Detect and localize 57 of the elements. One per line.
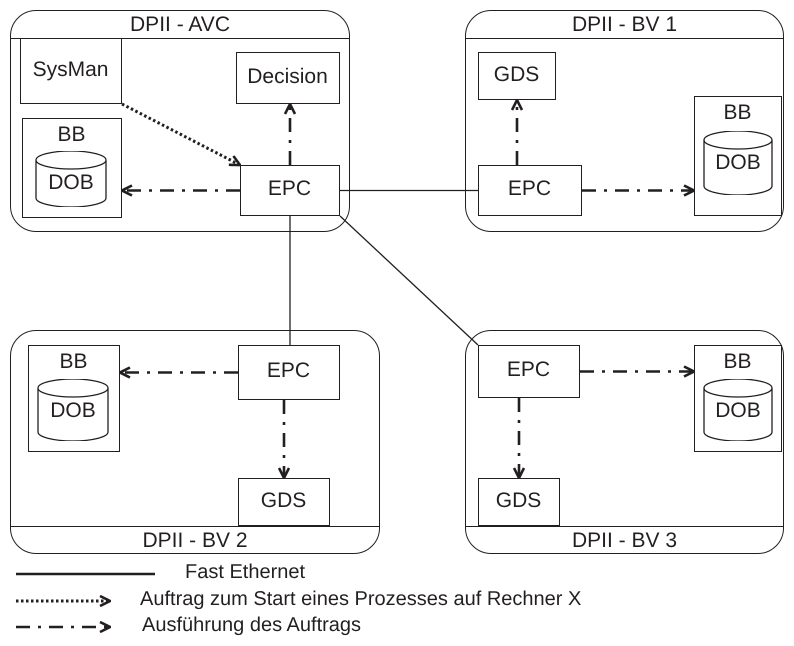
process-box xyxy=(478,478,560,526)
node-label: GDS xyxy=(494,488,542,512)
container-box xyxy=(694,96,782,216)
process-box xyxy=(236,52,340,104)
node-label: EPC xyxy=(266,177,312,201)
container-box xyxy=(694,344,782,452)
arrow xyxy=(582,184,696,197)
database-cylinder xyxy=(37,379,109,441)
arrow xyxy=(121,102,242,166)
process-box xyxy=(238,478,330,526)
group-title: DPII - BV 2 xyxy=(141,528,249,554)
process-box xyxy=(478,164,582,216)
process-box xyxy=(20,38,122,104)
process-box xyxy=(238,344,340,400)
node-label: Decision xyxy=(246,64,329,88)
node-label: EPC xyxy=(506,358,552,382)
connector-line xyxy=(289,216,291,345)
arrow xyxy=(120,184,240,197)
node-group-frame xyxy=(10,10,350,232)
legend-label: Fast Ethernet xyxy=(185,561,306,584)
process-box xyxy=(478,52,556,100)
legend-label: Auftrag zum Start eines Prozesses auf Rechner X xyxy=(140,588,582,611)
database-cylinder xyxy=(703,379,773,441)
database-cylinder xyxy=(35,151,107,207)
node-label: GDS xyxy=(260,488,308,512)
node-label: GDS xyxy=(492,62,540,86)
container-box xyxy=(28,344,120,452)
connector-line xyxy=(340,216,478,346)
node-label: BB xyxy=(722,350,752,374)
arrow xyxy=(284,102,296,165)
node-label: EPC xyxy=(506,177,552,201)
node-label: SysMan xyxy=(32,58,110,82)
node-group-frame xyxy=(465,10,784,232)
node-label: DOB xyxy=(714,399,762,423)
node-label: EPC xyxy=(266,359,312,383)
arrow xyxy=(278,400,290,480)
group-title: DPII - BV 3 xyxy=(570,528,678,554)
node-label: DOB xyxy=(714,151,762,175)
arrow xyxy=(118,366,238,379)
process-box xyxy=(240,164,340,216)
connector-line xyxy=(340,190,478,192)
node-label: BB xyxy=(58,350,88,374)
database-cylinder xyxy=(703,131,773,195)
node-group-frame xyxy=(10,330,380,554)
node-group-frame xyxy=(465,330,784,554)
arrow xyxy=(580,365,696,378)
container-box xyxy=(22,118,122,218)
group-title: DPII - AVC xyxy=(129,12,231,38)
node-label: BB xyxy=(722,100,752,124)
node-label: DOB xyxy=(47,171,95,195)
arrow xyxy=(510,98,524,165)
node-label: DOB xyxy=(49,399,97,423)
process-box xyxy=(478,344,580,398)
legend-label: Ausführung des Auftrags xyxy=(142,614,362,637)
group-title: DPII - BV 1 xyxy=(570,12,678,38)
node-label: BB xyxy=(56,122,86,146)
arrow xyxy=(512,398,526,480)
